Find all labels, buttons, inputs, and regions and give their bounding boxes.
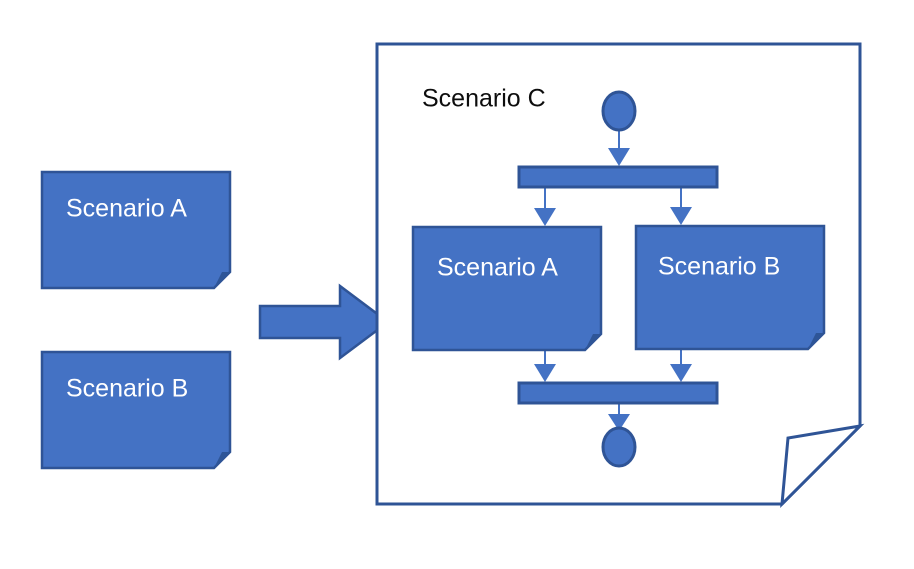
scenario-c-container[interactable]: Scenario C	[375, 42, 865, 508]
end-ellipse-icon	[601, 426, 637, 468]
connector-layer	[534, 130, 692, 431]
arrowhead-icon	[670, 207, 692, 225]
document-body	[40, 170, 232, 290]
inner-document-scenario-a[interactable]: Scenario A	[411, 225, 603, 352]
join-bar[interactable]	[517, 381, 719, 405]
inner-document-scenario-b[interactable]: Scenario B	[634, 224, 826, 351]
start-ellipse-icon	[601, 90, 637, 132]
document-body	[634, 224, 826, 351]
document-fold-icon	[214, 452, 230, 468]
source-document-scenario-a-label: Scenario A	[66, 195, 187, 223]
document-body	[40, 350, 232, 470]
document-fold-icon	[585, 334, 601, 350]
connector-start-to-fork	[608, 130, 630, 166]
arrow-right-icon	[258, 283, 391, 361]
connector-scenario-a-to-join	[534, 350, 556, 382]
connector-join-to-end	[608, 403, 630, 431]
arrowhead-icon	[534, 364, 556, 382]
document-body	[411, 225, 603, 352]
arrowhead-icon	[608, 414, 630, 431]
start-node[interactable]	[601, 90, 637, 132]
scenario-c-container-label: Scenario C	[422, 85, 546, 113]
container-fold-icon	[780, 423, 865, 508]
inner-document-scenario-a-label: Scenario A	[437, 254, 558, 282]
connector-fork-to-scenario-a	[534, 187, 556, 226]
end-node[interactable]	[601, 426, 637, 468]
fork-bar-shape	[517, 165, 719, 189]
connector-scenario-b-to-join	[670, 349, 692, 382]
arrowhead-icon	[670, 364, 692, 382]
fork-bar[interactable]	[517, 165, 719, 189]
connector-fork-to-scenario-b	[670, 187, 692, 225]
source-document-scenario-b[interactable]: Scenario B	[40, 350, 232, 470]
join-bar-shape	[517, 381, 719, 405]
document-fold-icon	[808, 333, 824, 349]
source-document-scenario-b-label: Scenario B	[66, 375, 188, 403]
composition-arrow-icon[interactable]	[258, 283, 391, 361]
inner-document-scenario-b-label: Scenario B	[658, 253, 780, 281]
document-fold-icon	[214, 272, 230, 288]
source-document-scenario-a[interactable]: Scenario A	[40, 170, 232, 290]
arrowhead-icon	[534, 208, 556, 226]
arrowhead-icon	[608, 148, 630, 166]
